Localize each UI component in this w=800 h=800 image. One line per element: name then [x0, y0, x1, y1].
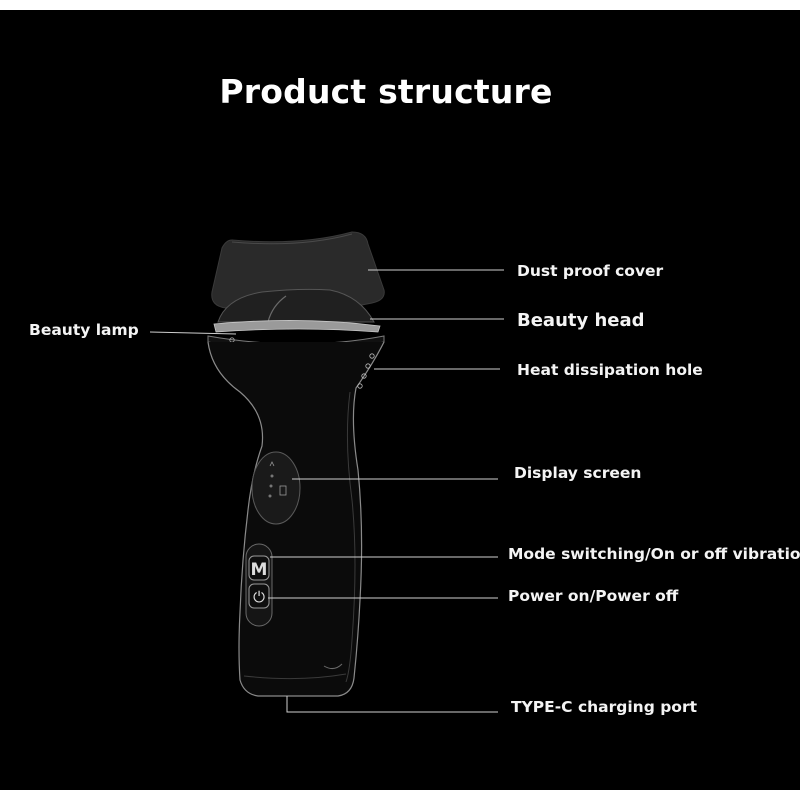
label-type-c-port: TYPE-C charging port [511, 698, 698, 716]
leader-line-type-c [286, 696, 498, 713]
heat-dissipation-holes-shape [357, 353, 375, 389]
power-icon: ⏻ [253, 588, 265, 606]
page-title: Product structure [219, 72, 553, 111]
label-beauty-lamp: Beauty lamp [29, 321, 139, 339]
label-display-screen: Display screen [514, 464, 642, 482]
type-c-port-shape [323, 663, 343, 670]
label-mode-switching: Mode switching/On or off vibration [508, 545, 800, 563]
label-dust-proof-cover: Dust proof cover [517, 262, 664, 280]
leader-line-beauty-lamp [149, 331, 237, 335]
label-heat-dissipation-hole: Heat dissipation hole [517, 361, 703, 379]
beauty-head-shape [213, 288, 381, 333]
top-border-strip [0, 0, 800, 10]
label-power: Power on/Power off [508, 587, 679, 605]
display-screen-shape [251, 451, 301, 525]
handle-body-shape [207, 341, 385, 697]
dust-proof-cover-shape [211, 231, 385, 313]
power-button[interactable]: ⏻ [248, 583, 270, 609]
label-beauty-head: Beauty head [517, 310, 645, 331]
bottom-border-strip [0, 790, 800, 800]
mode-button-glyph: M [251, 560, 268, 580]
leader-lines [149, 269, 504, 713]
mode-button[interactable]: M [248, 555, 270, 581]
